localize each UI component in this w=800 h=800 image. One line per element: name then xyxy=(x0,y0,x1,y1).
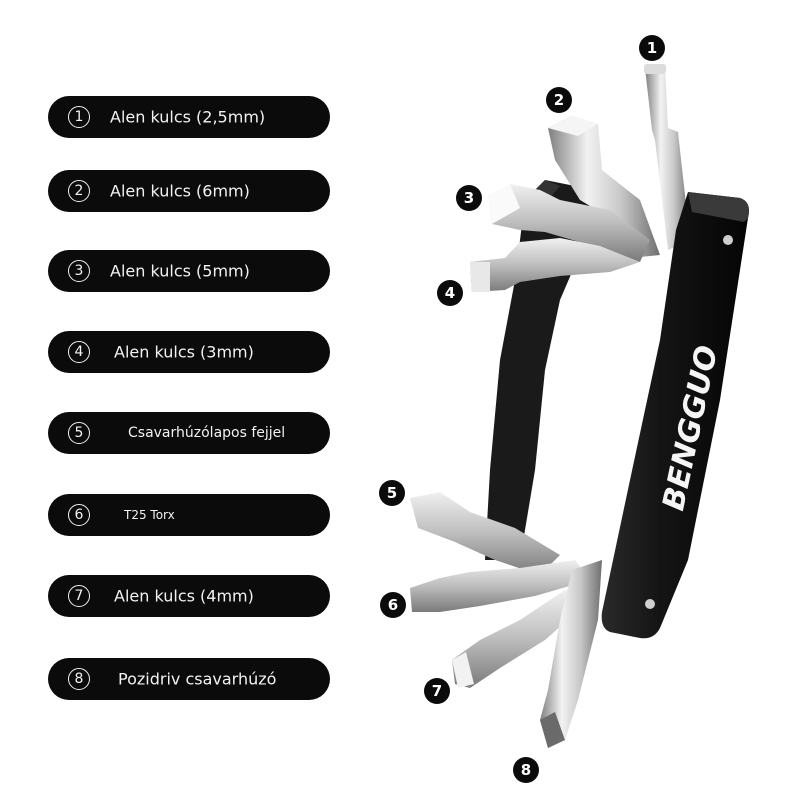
legend-item-1: 1 Alen kulcs (2,5mm) xyxy=(48,96,330,138)
legend-label: Alen kulcs (5mm) xyxy=(110,261,250,281)
legend-number: 8 xyxy=(68,668,90,690)
legend-item-5: 5 Csavarhúzólapos fejjel xyxy=(48,412,330,454)
legend-item-3: 3 Alen kulcs (5mm) xyxy=(48,250,330,292)
legend-number: 3 xyxy=(68,260,90,282)
legend-number: 7 xyxy=(68,585,90,607)
legend-item-8: 8 Pozidriv csavarhúzó xyxy=(48,658,330,700)
callout-6: 6 xyxy=(380,592,406,618)
callout-8: 8 xyxy=(513,757,539,783)
callout-7: 7 xyxy=(424,678,450,704)
legend-item-4: 4 Alen kulcs (3mm) xyxy=(48,331,330,373)
legend-number: 4 xyxy=(68,341,90,363)
legend-label: Alen kulcs (4mm) xyxy=(114,586,254,606)
legend-number: 6 xyxy=(68,504,90,526)
bottom-bits xyxy=(410,492,602,748)
legend-item-6: 6 T25 Torx xyxy=(48,494,330,536)
legend-label: Csavarhúzólapos fejjel xyxy=(128,425,286,441)
legend-item-2: 2 Alen kulcs (6mm) xyxy=(48,170,330,212)
callout-1: 1 xyxy=(639,35,665,61)
legend-label: Pozidriv csavarhúzó xyxy=(118,669,277,689)
legend-number: 5 xyxy=(68,422,90,444)
callout-5: 5 xyxy=(379,480,405,506)
legend-label: Alen kulcs (2,5mm) xyxy=(110,107,266,127)
callout-3: 3 xyxy=(456,185,482,211)
legend-number: 2 xyxy=(68,180,90,202)
legend-label: Alen kulcs (3mm) xyxy=(114,342,254,362)
legend-label: Alen kulcs (6mm) xyxy=(110,181,250,201)
callout-2: 2 xyxy=(546,87,572,113)
legend-label: T25 Torx xyxy=(124,508,175,522)
legend-number: 1 xyxy=(68,106,90,128)
top-bits xyxy=(470,64,690,292)
main-body xyxy=(601,192,749,639)
legend-item-7: 7 Alen kulcs (4mm) xyxy=(48,575,330,617)
callout-4: 4 xyxy=(437,280,463,306)
